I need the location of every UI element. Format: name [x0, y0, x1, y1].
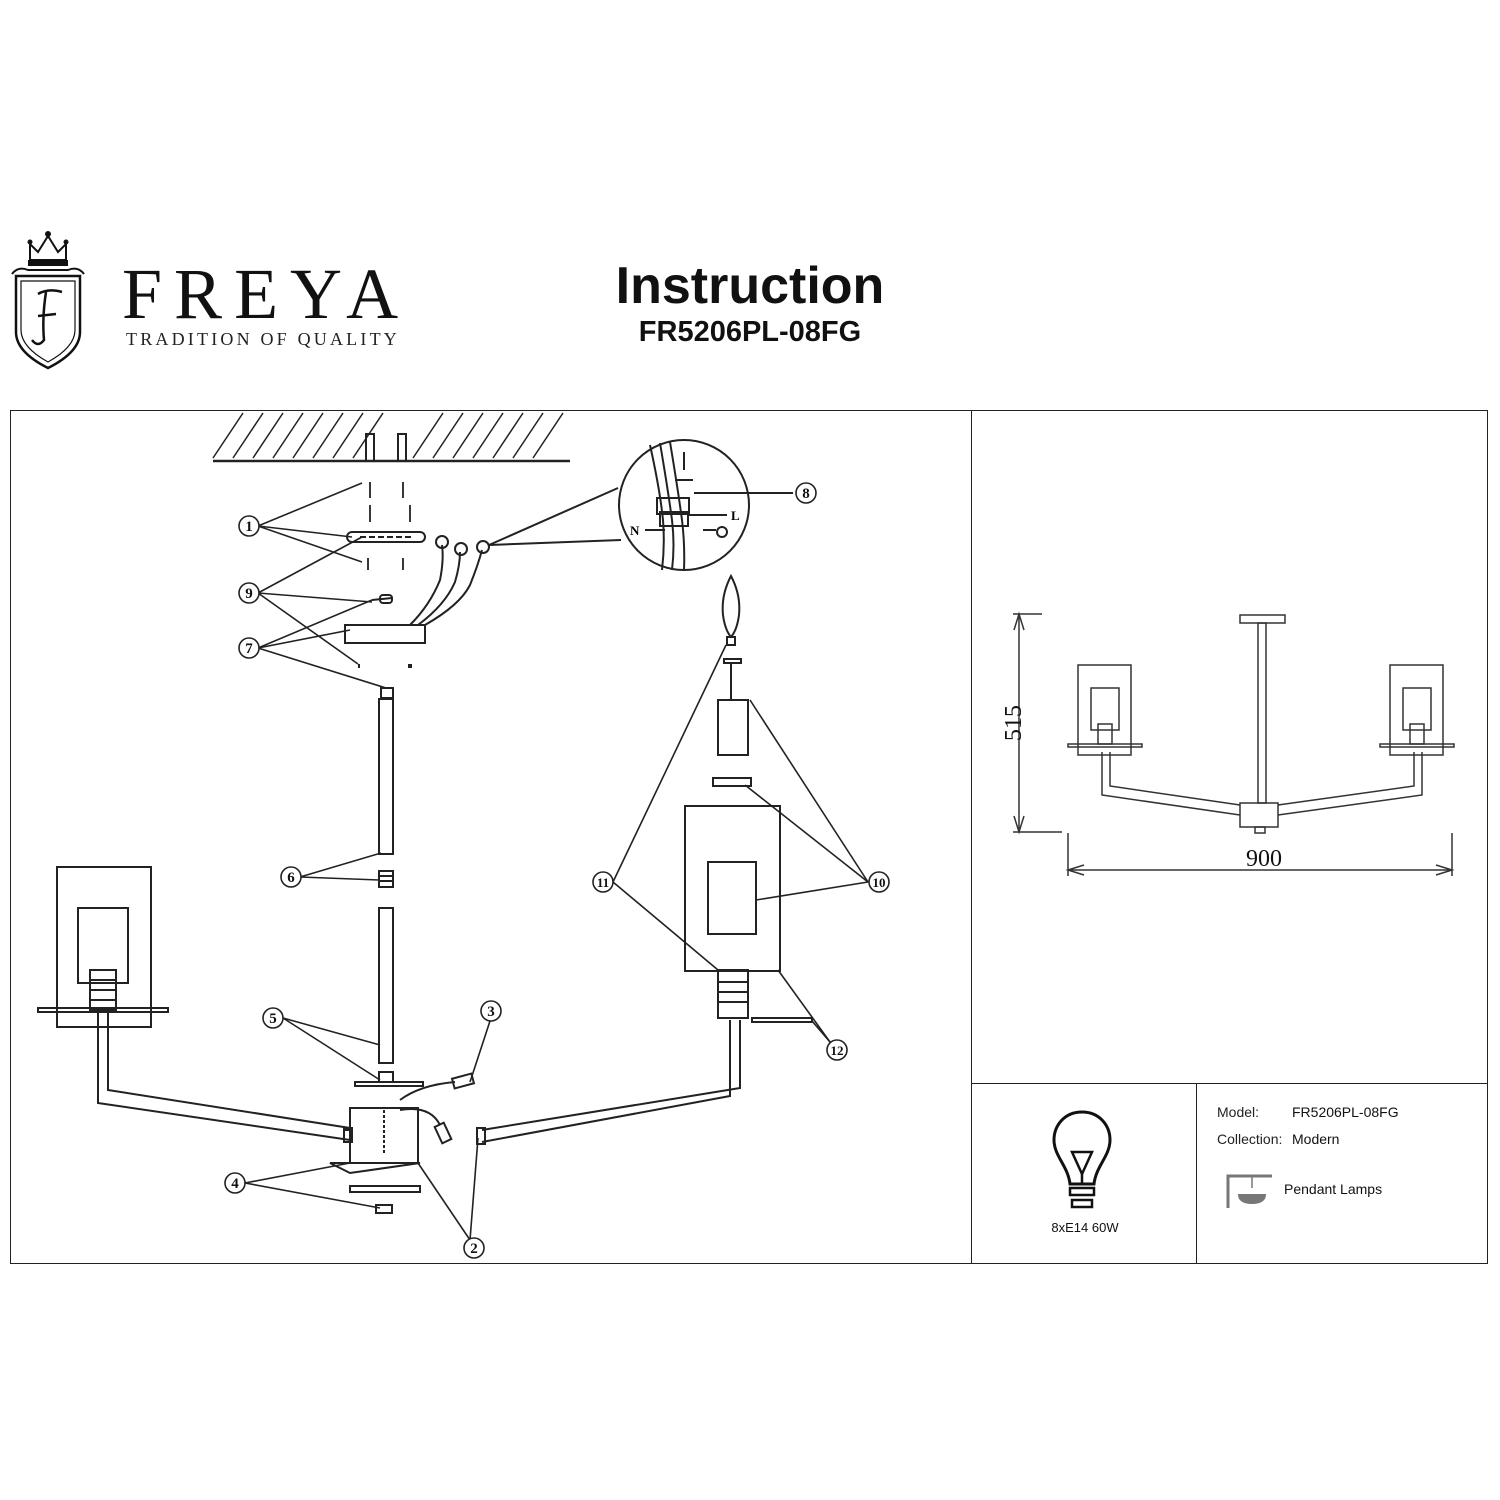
wire-label-neutral: N [630, 523, 640, 538]
drawing-frame [10, 410, 1488, 1264]
callout-7: 7 [245, 641, 253, 657]
model-label: Model: [1217, 1104, 1260, 1120]
callout-6: 6 [287, 870, 295, 886]
frame-divider-horizontal [971, 1083, 1488, 1084]
callout-9: 9 [245, 586, 253, 602]
dimension-width: 900 [1246, 846, 1282, 872]
callout-11: 11 [597, 875, 609, 890]
collection-value: Modern [1292, 1131, 1340, 1147]
callout-1: 1 [245, 519, 253, 535]
brand-tagline: TRADITION OF QUALITY [126, 329, 400, 349]
callout-8: 8 [802, 486, 810, 502]
callout-5: 5 [269, 1011, 277, 1027]
callout-4: 4 [231, 1176, 239, 1192]
freya-crest-logo [11, 231, 85, 370]
pendant-lamp-icon [1226, 1174, 1272, 1208]
callout-12: 12 [831, 1043, 844, 1058]
bulb-spec: 8xE14 60W [1051, 1220, 1119, 1235]
callout-2: 2 [470, 1241, 478, 1257]
brand-name: FREYA [122, 254, 411, 334]
lamp-type: Pendant Lamps [1284, 1181, 1383, 1197]
collection-label: Collection: [1217, 1131, 1283, 1147]
wire-label-live: L [731, 508, 740, 523]
bulb-icon [1052, 1110, 1112, 1209]
frame-divider-spec [1196, 1083, 1197, 1264]
frame-divider-vertical [971, 410, 972, 1264]
model-value: FR5206PL-08FG [1292, 1104, 1399, 1120]
document-title: Instruction [615, 257, 885, 315]
callout-10: 10 [873, 875, 886, 890]
callout-3: 3 [487, 1004, 495, 1020]
model-code: FR5206PL-08FG [638, 316, 862, 348]
dimension-height: 515 [1001, 705, 1027, 741]
